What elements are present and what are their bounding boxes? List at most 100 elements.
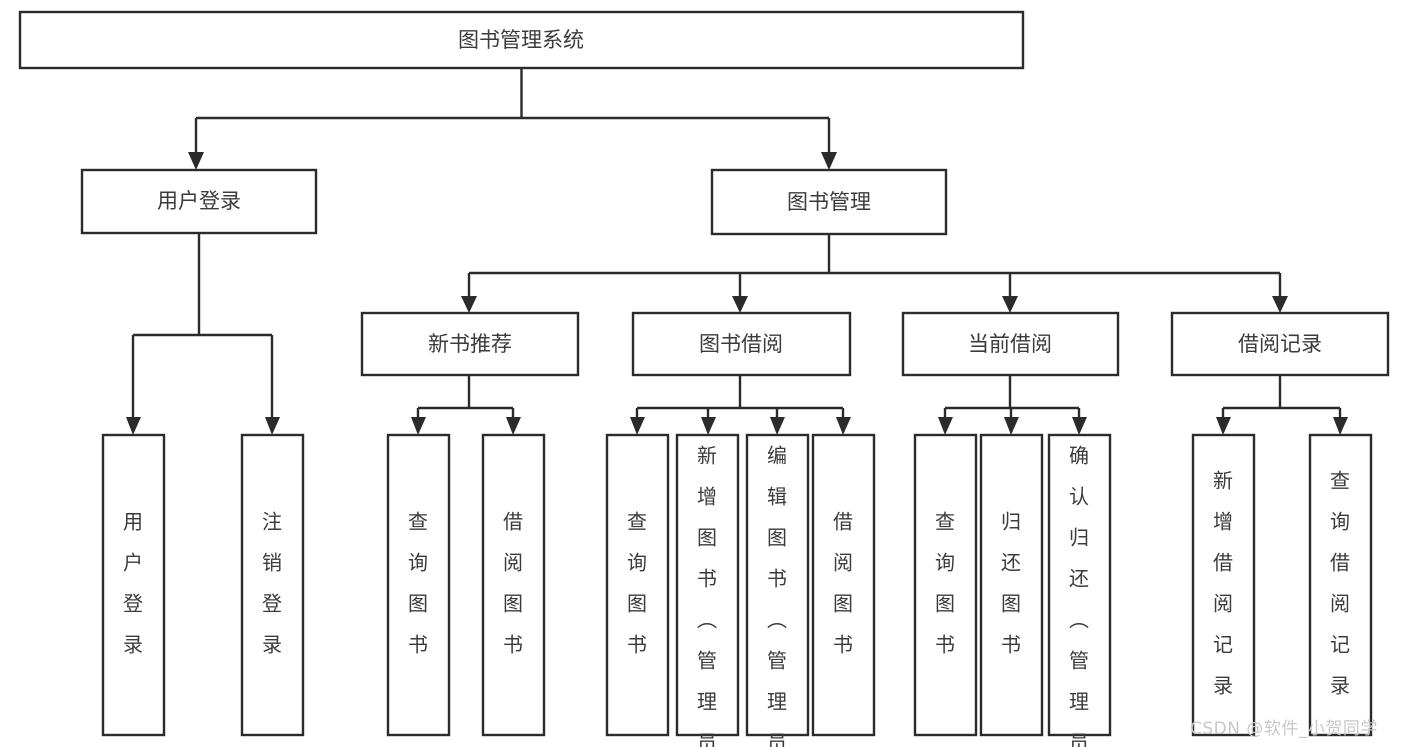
svg-text:员: 员 — [767, 731, 787, 747]
svg-text:登: 登 — [123, 592, 143, 616]
svg-text:书: 书 — [697, 567, 717, 591]
svg-text:书: 书 — [627, 633, 647, 657]
svg-text:︵: ︵ — [1069, 608, 1089, 632]
leaf-current-borrow-3-box[interactable] — [1047, 433, 1112, 737]
leaf-book-borrow-2[interactable] — [675, 433, 740, 737]
node-user-login-label: 用户登录 — [157, 189, 241, 213]
svg-text:认: 认 — [1069, 485, 1089, 509]
leaf-book-borrow-3[interactable] — [745, 433, 810, 737]
arrow-head-book-mgmt-child-4 — [1272, 296, 1288, 313]
leaf-label-layer: 用户登录注销登录查询图书借阅图书查询图书新增图书︵管理员︶编辑图书︵管理员︶借阅… — [123, 444, 1350, 747]
svg-text:图: 图 — [408, 592, 428, 616]
svg-text:理: 理 — [767, 690, 787, 714]
leaf-borrow-record-2[interactable] — [1308, 433, 1373, 737]
arrow-head-current-leaf-1 — [938, 417, 953, 435]
svg-text:辑: 辑 — [767, 485, 787, 509]
node-book-management-box[interactable] — [710, 168, 948, 236]
leaf-current-borrow-2-box[interactable] — [979, 433, 1044, 737]
leaf-book-borrow-4-box[interactable] — [811, 433, 876, 737]
svg-text:确: 确 — [1069, 444, 1089, 468]
svg-text:图: 图 — [503, 592, 523, 616]
leaf-recommend-1-box[interactable] — [386, 433, 451, 737]
node-book-management[interactable]: 图书管理 — [710, 168, 948, 236]
arrow-head-root-to-book-mgmt — [821, 152, 837, 170]
leaf-borrow-record-1-box[interactable] — [1191, 433, 1256, 737]
svg-text:阅: 阅 — [1330, 592, 1350, 616]
arrow-head-recommend-leaf-1 — [411, 417, 426, 435]
leaf-current-borrow-1-box[interactable] — [913, 433, 978, 737]
svg-text:录: 录 — [1213, 674, 1233, 698]
node-new-book-recommend[interactable]: 新书推荐 — [360, 311, 580, 377]
node-book-borrow-box[interactable] — [631, 311, 852, 377]
node-root[interactable]: 图书管理系统 — [18, 10, 1025, 70]
leaf-borrow-record-2-box[interactable] — [1308, 433, 1373, 737]
node-user-login[interactable]: 用户登录 — [80, 168, 318, 235]
svg-text:注: 注 — [262, 510, 282, 534]
arrow-head-current-leaf-3 — [1072, 417, 1087, 435]
arrow-head-record-leaf-1 — [1216, 417, 1231, 435]
svg-text:销: 销 — [262, 551, 282, 575]
node-current-borrow-label: 当前借阅 — [968, 332, 1052, 356]
node-borrow-record[interactable]: 借阅记录 — [1170, 311, 1390, 377]
svg-text:查: 查 — [1330, 469, 1350, 493]
leaf-user-login-2[interactable] — [240, 433, 305, 737]
svg-text:图: 图 — [697, 526, 717, 550]
svg-text:录: 录 — [1330, 674, 1350, 698]
svg-text:查: 查 — [935, 510, 955, 534]
svg-text:询: 询 — [935, 551, 955, 575]
svg-text:记: 记 — [1213, 633, 1233, 657]
svg-text:图: 图 — [833, 592, 853, 616]
leaf-current-borrow-3[interactable] — [1047, 433, 1112, 737]
node-root-box[interactable] — [18, 10, 1025, 70]
node-current-borrow-box[interactable] — [901, 311, 1120, 377]
leaf-recommend-1[interactable] — [386, 433, 451, 737]
svg-text:图: 图 — [627, 592, 647, 616]
svg-text:︵: ︵ — [767, 608, 787, 632]
leaf-book-borrow-4[interactable] — [811, 433, 876, 737]
arrow-head-borrow-leaf-2 — [701, 417, 716, 435]
node-user-login-box[interactable] — [80, 168, 318, 235]
node-book-management-label: 图书管理 — [787, 190, 871, 214]
svg-text:书: 书 — [767, 567, 787, 591]
leaf-user-login-1[interactable] — [101, 433, 166, 737]
leaf-current-borrow-2[interactable] — [979, 433, 1044, 737]
node-current-borrow[interactable]: 当前借阅 — [901, 311, 1120, 377]
node-book-borrow[interactable]: 图书借阅 — [631, 311, 852, 377]
leaf-user-login-1-box[interactable] — [101, 433, 166, 737]
svg-text:归: 归 — [1001, 510, 1021, 534]
leaf-book-borrow-2-box[interactable] — [675, 433, 740, 737]
svg-text:员: 员 — [697, 731, 717, 747]
node-borrow-record-box[interactable] — [1170, 311, 1390, 377]
arrow-head-borrow-leaf-3 — [770, 417, 785, 435]
svg-text:员: 员 — [1069, 731, 1089, 747]
arrow-head-book-mgmt-child-1 — [461, 296, 477, 313]
leaf-recommend-2-box[interactable] — [481, 433, 546, 737]
leaf-book-borrow-1[interactable] — [605, 433, 670, 737]
svg-text:还: 还 — [1001, 551, 1021, 575]
leaf-book-borrow-1-box[interactable] — [605, 433, 670, 737]
node-new-book-recommend-box[interactable] — [360, 311, 580, 377]
svg-text:查: 查 — [408, 510, 428, 534]
arrow-head-record-leaf-2 — [1333, 417, 1348, 435]
svg-text:管: 管 — [767, 649, 787, 673]
arrow-head-book-mgmt-child-3 — [1002, 296, 1018, 313]
svg-text:管: 管 — [1069, 649, 1089, 673]
svg-text:管: 管 — [697, 649, 717, 673]
leaf-recommend-2[interactable] — [481, 433, 546, 737]
leaf-user-login-2-box[interactable] — [240, 433, 305, 737]
leaf-book-borrow-3-box[interactable] — [745, 433, 810, 737]
svg-text:图: 图 — [935, 592, 955, 616]
svg-text:理: 理 — [1069, 690, 1089, 714]
svg-text:借: 借 — [1330, 551, 1350, 575]
leaf-borrow-record-1[interactable] — [1191, 433, 1256, 737]
svg-text:登: 登 — [262, 592, 282, 616]
svg-text:新: 新 — [1213, 469, 1233, 493]
leaf-current-borrow-1[interactable] — [913, 433, 978, 737]
svg-text:图: 图 — [767, 526, 787, 550]
svg-text:录: 录 — [262, 633, 282, 657]
